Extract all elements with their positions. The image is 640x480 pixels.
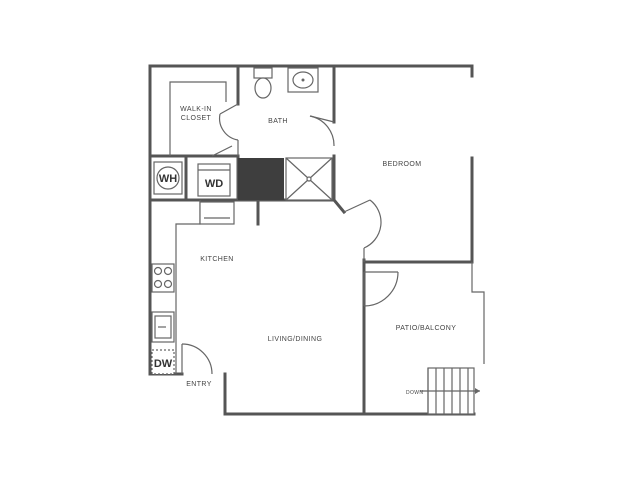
bath-label: BATH bbox=[268, 118, 288, 125]
patio-railing bbox=[471, 262, 485, 364]
bath-door bbox=[218, 103, 239, 156]
bedroom-door-lower bbox=[343, 199, 382, 262]
shower bbox=[238, 157, 333, 201]
shower-floor bbox=[238, 158, 284, 200]
toilet-tank bbox=[253, 67, 273, 79]
stairs: DOWN bbox=[406, 367, 480, 415]
kitchen-sink bbox=[151, 311, 175, 343]
room-labels: WALK-IN CLOSET BATH BEDROOM KITCHEN LIVI… bbox=[180, 106, 456, 388]
burner-icon bbox=[153, 279, 163, 289]
entry-label: ENTRY bbox=[186, 381, 212, 388]
kitchen-island-counter bbox=[199, 201, 235, 225]
shower-drain-icon bbox=[306, 176, 312, 182]
bath-fixtures bbox=[253, 67, 319, 99]
walk-in-closet-label-line2: CLOSET bbox=[181, 115, 212, 122]
entry-door bbox=[181, 343, 213, 375]
closet-shelving bbox=[169, 81, 227, 156]
water-heater-tank-icon bbox=[156, 166, 180, 190]
dishwasher-label: DW bbox=[154, 358, 173, 370]
living-dining-label: LIVING/DINING bbox=[268, 336, 323, 343]
arrow-right-icon bbox=[475, 388, 480, 394]
patio-balcony-label: PATIO/BALCONY bbox=[396, 325, 457, 332]
water-heater: WH bbox=[153, 161, 183, 195]
patio-door bbox=[363, 271, 399, 307]
washer-dryer-label: WD bbox=[205, 178, 223, 190]
stairs-label: DOWN bbox=[406, 390, 423, 396]
sink-drain bbox=[301, 78, 305, 82]
kitchen-counters bbox=[175, 200, 235, 374]
washer-dryer: WD bbox=[197, 145, 233, 197]
burner-icon bbox=[163, 279, 173, 289]
cooktop bbox=[151, 263, 175, 293]
burner-icon bbox=[153, 266, 163, 276]
dishwasher-box bbox=[151, 349, 175, 375]
kitchen-label: KITCHEN bbox=[200, 256, 234, 263]
toilet-bowl-icon bbox=[254, 77, 272, 99]
bedroom-label: BEDROOM bbox=[383, 161, 422, 168]
dishwasher: DW bbox=[151, 349, 175, 375]
washer-dryer-box bbox=[197, 163, 231, 197]
water-heater-label: WH bbox=[159, 173, 177, 185]
bedroom-door-upper bbox=[309, 115, 335, 147]
walk-in-closet-label-line1: WALK-IN bbox=[180, 106, 212, 113]
burner-icon bbox=[163, 266, 173, 276]
cooktop-box bbox=[151, 263, 175, 293]
